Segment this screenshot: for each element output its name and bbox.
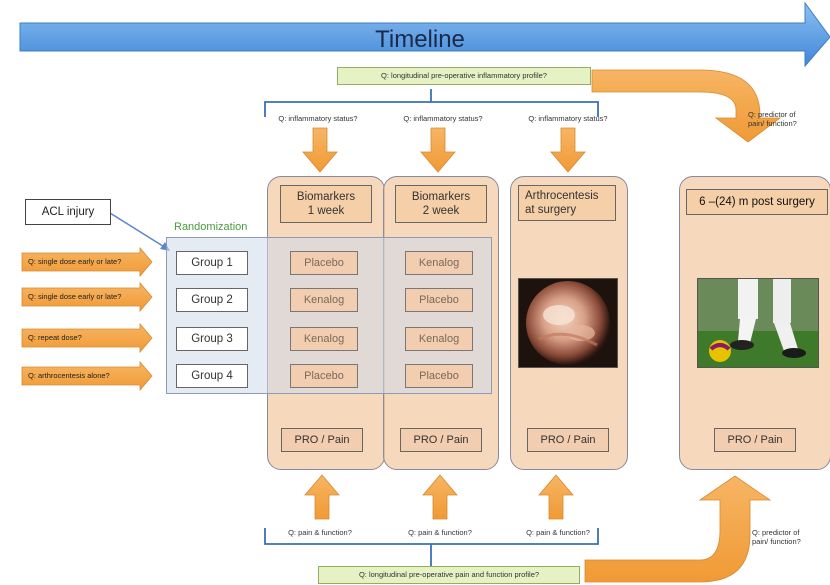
acl-injury-box: ACL injury [25,199,111,225]
week1-cell-3: Kenalog [290,327,358,351]
group-question-2: Q: single dose early or late? [28,292,122,301]
group-question-4: Q: arthrocentesis alone? [28,371,110,380]
inflammatory-question-3: Q: inflammatory status? [528,114,608,123]
curved-arrow-top [591,69,782,143]
timeline-title: Timeline [375,26,465,53]
soccer-kick-image [697,278,819,368]
week1-cell-1: Placebo [290,251,358,275]
surgery-pro-box: PRO / Pain [527,428,609,452]
acl-connector [109,212,167,249]
soccer-drawing [698,279,818,367]
arthroscopy-drawing [519,279,617,367]
week2-header: Biomarkers 2 week [395,185,487,223]
predictor-question-top: Q: predictor of pain/ function? [748,110,797,128]
inflammatory-question-1: Q: inflammatory status? [278,114,358,123]
week2-pro-box: PRO / Pain [400,428,482,452]
group-1-box: Group 1 [176,251,248,275]
arthroscopy-image [518,278,618,368]
top-question-box: Q: longitudinal pre-operative inflammato… [337,67,591,85]
question-arrow-2 [21,281,153,313]
pain-question-3: Q: pain & function? [526,528,590,537]
down-arrow-1 [302,127,338,173]
curved-arrow-bottom [584,475,772,583]
down-arrow-3 [550,127,586,173]
group-question-3: Q: repeat dose? [28,333,82,342]
surgery-header: Arthrocentesis at surgery [518,185,616,221]
group-question-1: Q: single dose early or late? [28,257,122,266]
up-arrow-1 [304,474,340,520]
predictor-question-bottom: Q: predictor of pain/ function? [752,528,801,546]
group-3-box: Group 3 [176,327,248,351]
group-2-box: Group 2 [176,288,248,312]
down-arrow-2 [420,127,456,173]
week2-cell-4: Placebo [405,364,473,388]
up-arrow-2 [422,474,458,520]
week1-pro-box: PRO / Pain [281,428,363,452]
week2-cell-2: Placebo [405,288,473,312]
week2-cell-1: Kenalog [405,251,473,275]
week1-cell-4: Placebo [290,364,358,388]
randomization-label: Randomization [174,221,248,233]
week1-cell-2: Kenalog [290,288,358,312]
week2-cell-3: Kenalog [405,327,473,351]
question-arrow-3 [21,322,153,354]
week1-header: Biomarkers 1 week [280,185,372,223]
timeline-arrow [19,1,830,68]
post-surgery-header: 6 –(24) m post surgery [686,189,828,215]
question-arrow-4 [21,360,153,392]
group-4-box: Group 4 [176,364,248,388]
bottom-question-box: Q: longitudinal pre-operative pain and f… [318,566,580,584]
pain-question-1: Q: pain & function? [288,528,352,537]
inflammatory-question-2: Q: inflammatory status? [403,114,483,123]
question-arrow-1 [21,246,153,278]
post-surgery-pro-box: PRO / Pain [714,428,796,452]
pain-question-2: Q: pain & function? [408,528,472,537]
up-arrow-3 [538,474,574,520]
